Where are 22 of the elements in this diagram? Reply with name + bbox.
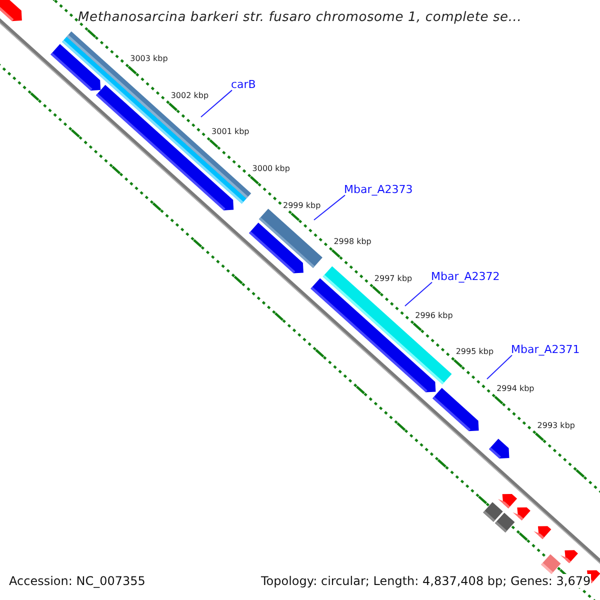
leader-line — [486, 354, 512, 380]
scale-tick-label: 3003 kbp — [130, 54, 168, 64]
accession-text: Accession: NC_007355 — [9, 574, 146, 588]
scale-tick-label: 2993 kbp — [537, 420, 575, 430]
scale-tick-label: 2994 kbp — [496, 384, 534, 394]
genome-stats-text: Topology: circular; Length: 4,837,408 bp; Genes: 3,679 — [261, 574, 591, 588]
scale-tick-label: 2996 kbp — [415, 310, 453, 320]
gene-label: Mbar_A2371 — [511, 343, 580, 356]
leader-line — [200, 90, 232, 118]
scale-tick-label: 3001 kbp — [212, 127, 250, 137]
leader-line — [314, 194, 346, 220]
map-title: Methanosarcina barkeri str. fusaro chromosome 1, complete se... — [78, 10, 522, 26]
gene-label: carB — [231, 78, 256, 92]
scale-tick-label: 2999 kbp — [282, 200, 321, 210]
scale-tick-label: 2995 kbp — [456, 347, 494, 357]
scale-tick-label: 3000 kbp — [252, 164, 290, 174]
gene-label: Mbar_A2373 — [344, 183, 413, 196]
scale-tick-label: 2998 kbp — [334, 237, 372, 247]
scale-tick-label: 3002 kbp — [170, 90, 209, 100]
scale-tick-label: 2997 kbp — [374, 274, 412, 284]
gene-label: Mbar_A2372 — [431, 270, 500, 284]
leader-line — [404, 282, 432, 306]
